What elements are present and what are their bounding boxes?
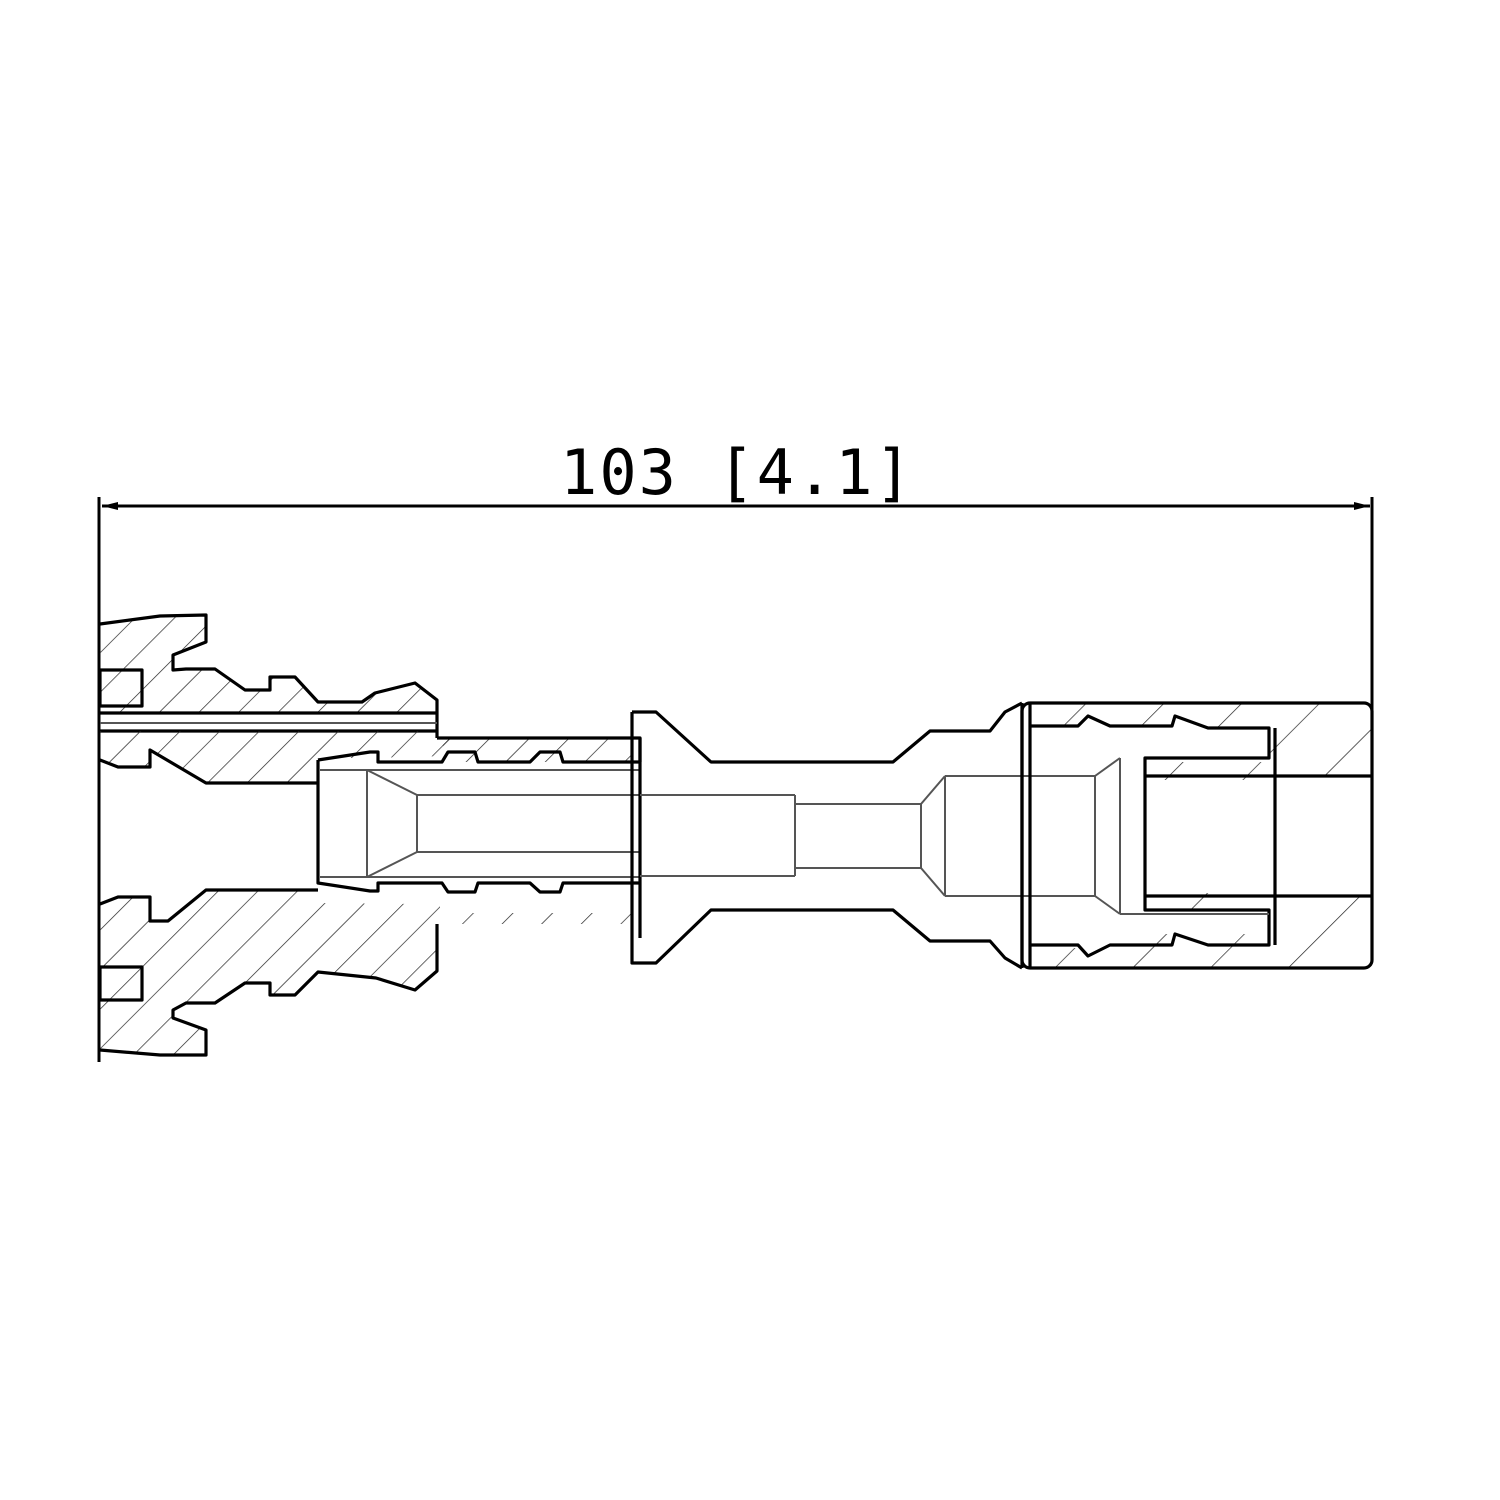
arrowhead-right-icon: [1354, 502, 1370, 510]
inner-sleeve-upper: [437, 736, 642, 762]
arrowhead-left-icon: [102, 502, 118, 510]
right-end-fitting: [1020, 701, 1374, 970]
left-connector-body: [98, 613, 632, 1057]
overall-length-dimension-label: 103 [4.1]: [560, 436, 914, 509]
center-tube-body: [630, 701, 1095, 970]
inner-barbed-tube: [316, 750, 640, 894]
